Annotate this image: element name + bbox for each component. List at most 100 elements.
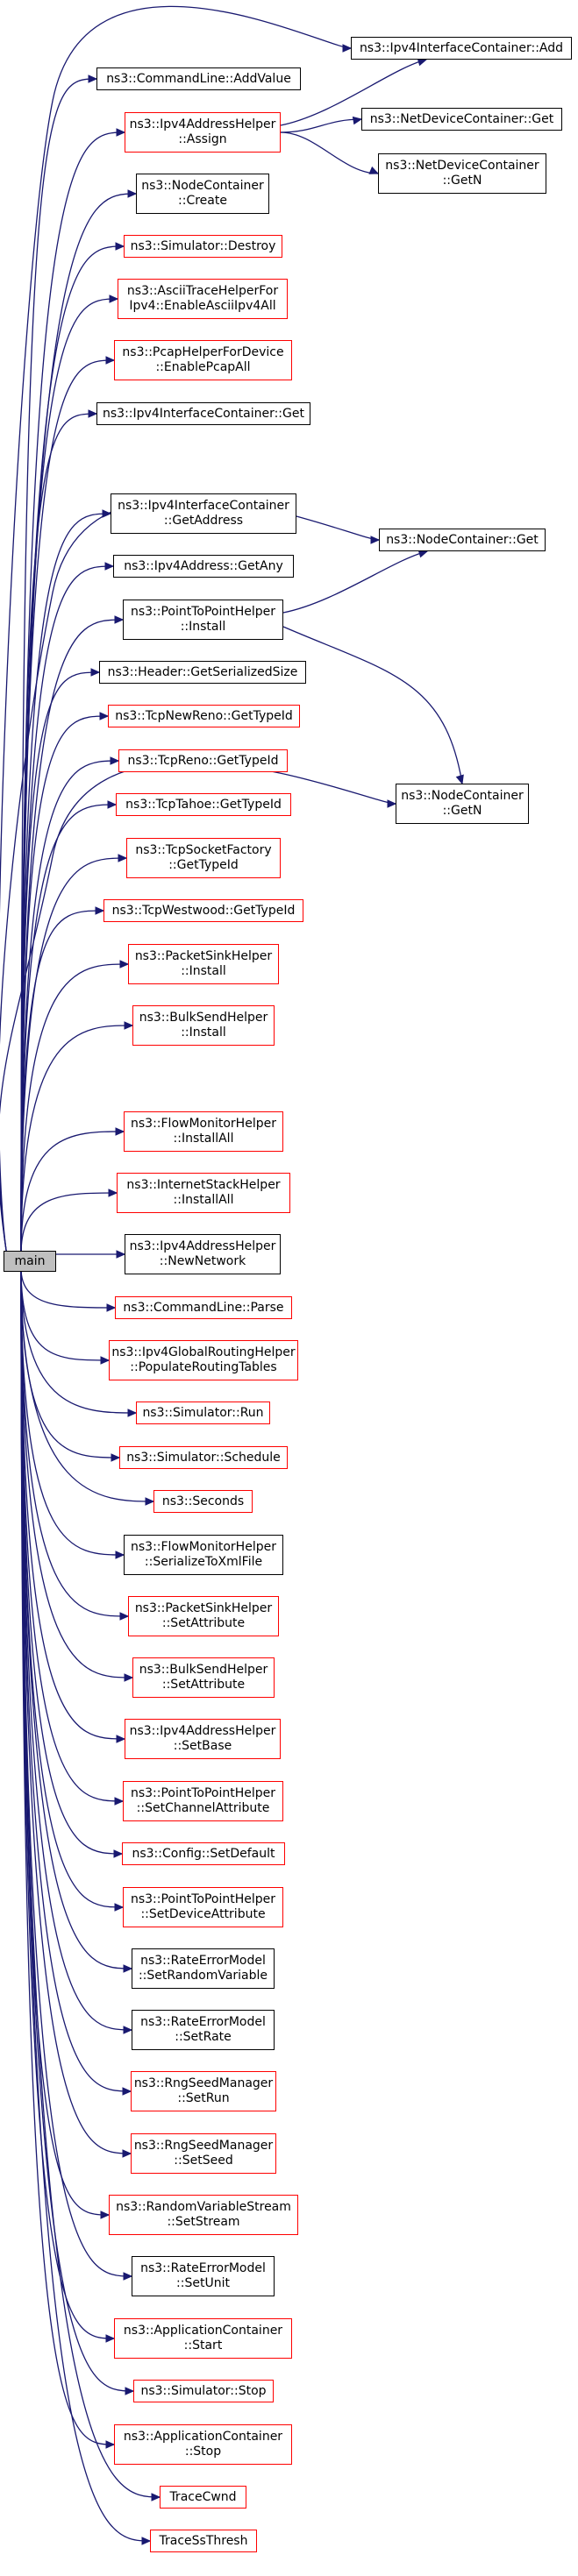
node-label: ns3::PointToPointHelper [130,1786,276,1800]
node-label: ns3::Ipv4InterfaceContainer::Get [103,406,304,421]
edge-main-to-config-setdefault [20,1267,123,1855]
node-rngseedmanager-setrun[interactable]: ns3::RngSeedManager ::SetRun [131,2071,276,2111]
node-label: ns3::Ipv4Address::GetAny [124,558,283,573]
node-asciitrace-enableasciiipv4all[interactable]: ns3::AsciiTraceHelperFor Ipv4::EnableAsc… [118,279,288,319]
edge-main-to-commandline-parse [20,1267,116,1309]
node-ipv4interfacecontainer-get[interactable]: ns3::Ipv4InterfaceContainer::Get [96,402,310,425]
node-flowmonitorhelper-installall[interactable]: ns3::FlowMonitorHelper ::InstallAll [124,1111,283,1152]
edge-main-to-ipv4interfacecontainer-getaddress [20,513,111,1255]
node-label: ns3::TcpSocketFactory [135,843,272,857]
edge-main-to-simulator-run-arrowhead [127,1409,138,1417]
node-label: ::SetSeed [174,2154,233,2168]
node-rateerrormodel-setunit[interactable]: ns3::RateErrorModel ::SetUnit [132,2256,275,2296]
node-tcpreno-gettypeid[interactable]: ns3::TcpReno::GetTypeId [118,749,288,772]
node-label: ns3::RateErrorModel [140,2261,266,2275]
node-simulator-schedule[interactable]: ns3::Simulator::Schedule [119,1446,288,1469]
node-bulksendhelper-setattribute[interactable]: ns3::BulkSendHelper ::SetAttribute [132,1657,275,1698]
node-tcpnewreno-gettypeid[interactable]: ns3::TcpNewReno::GetTypeId [108,705,300,727]
node-netdevicecontainer-getn[interactable]: ns3::NetDeviceContainer ::GetN [378,153,546,194]
node-tcpwestwood-gettypeid[interactable]: ns3::TcpWestwood::GetTypeId [103,899,303,922]
node-label: ns3::CommandLine::AddValue [106,71,291,86]
node-main[interactable]: main [4,1251,56,1272]
edge-main-to-applicationcontainer-stop-arrowhead [105,2440,116,2449]
edge-main-to-seconds [20,1267,154,1502]
node-label: ::EnablePcapAll [155,360,251,374]
node-label: ns3::Seconds [161,1494,245,1508]
node-ipv4addresshelper-newnetwork[interactable]: ns3::Ipv4AddressHelper ::NewNetwork [125,1234,281,1274]
node-flowmonitorhelper-serialize[interactable]: ns3::FlowMonitorHelper ::SerializeToXmlF… [124,1535,283,1575]
node-tcptahoe-gettypeid[interactable]: ns3::TcpTahoe::GetTypeId [116,793,291,816]
node-label: ns3::PacketSinkHelper [134,949,273,963]
node-packetsinkhelper-install[interactable]: ns3::PacketSinkHelper ::Install [128,944,279,984]
node-label: ::SetAttribute [161,1616,246,1630]
edge-main-to-bulksendhelper-install [20,1025,133,1255]
node-commandline-parse[interactable]: ns3::CommandLine::Parse [115,1296,292,1319]
node-applicationcontainer-stop[interactable]: ns3::ApplicationContainer ::Stop [114,2424,292,2465]
node-pcaphelper-enablepcapall[interactable]: ns3::PcapHelperForDevice ::EnablePcapAll [114,340,292,380]
edge-main-to-tcptahoe-gettypeid [20,804,117,1255]
node-label: ::Assign [178,132,227,146]
node-commandline-addvalue[interactable]: ns3::CommandLine::AddValue [96,67,301,90]
node-label: ::Create [178,194,227,208]
node-ipv4interfacecontainer-getaddress[interactable]: ns3::Ipv4InterfaceContainer ::GetAddress [111,493,296,534]
node-applicationcontainer-start[interactable]: ns3::ApplicationContainer ::Start [114,2318,292,2359]
node-rateerrormodel-setrandomvariable[interactable]: ns3::RateErrorModel ::SetRandomVariable [132,1948,275,1989]
node-label: ::Start [183,2338,223,2352]
node-seconds[interactable]: ns3::Seconds [153,1490,253,1513]
edge-pointtopointhelper-install-to-nodecontainer-getn [282,626,463,784]
node-tracessthresh[interactable]: TraceSsThresh [150,2530,257,2552]
node-rngseedmanager-setseed[interactable]: ns3::RngSeedManager ::SetSeed [131,2133,276,2174]
node-simulator-run[interactable]: ns3::Simulator::Run [136,1402,270,1424]
node-label: ns3::Header::GetSerializedSize [107,664,298,679]
node-config-setdefault[interactable]: ns3::Config::SetDefault [122,1842,285,1865]
edge-main-to-flowmonitorhelper-installall-arrowhead [115,1127,125,1136]
edge-main-to-pointtopointhelper-setchannelattribute [20,1267,124,1802]
edge-main-to-packetsinkhelper-setattribute [20,1267,129,1617]
edge-main-to-pcaphelper-enablepcapall [20,359,115,1255]
edge-main-to-tcpnewreno-gettypeid [20,715,109,1255]
node-ipv4addresshelper-assign[interactable]: ns3::Ipv4AddressHelper ::Assign [125,112,281,153]
node-tracecwnd[interactable]: TraceCwnd [160,2486,246,2509]
node-label: ns3::Config::SetDefault [132,1846,275,1861]
edge-main-to-tcpsocketfactory-gettypeid-arrowhead [118,854,128,862]
node-label: ::SetAttribute [161,1678,246,1692]
edge-main-to-packetsinkhelper-setattribute-arrowhead [119,1612,130,1621]
node-randomvariablestream-setstream[interactable]: ns3::RandomVariableStream ::SetStream [109,2195,298,2235]
edge-main-to-ipv4interfacecontainer-get [20,413,97,1255]
edge-main-to-tcpreno-gettypeid-arrowhead [110,756,120,765]
node-packetsinkhelper-setattribute[interactable]: ns3::PacketSinkHelper ::SetAttribute [128,1596,279,1636]
node-pointtopointhelper-setdeviceattribute[interactable]: ns3::PointToPointHelper ::SetDeviceAttri… [123,1887,283,1927]
node-nodecontainer-create[interactable]: ns3::NodeContainer ::Create [136,174,269,214]
node-netdevicecontainer-get[interactable]: ns3::NetDeviceContainer::Get [361,108,562,131]
edge-main-to-rngseedmanager-setseed [20,1267,132,2154]
node-ipv4globalrouting-populate[interactable]: ns3::Ipv4GlobalRoutingHelper ::PopulateR… [109,1340,298,1380]
node-simulator-stop[interactable]: ns3::Simulator::Stop [133,2380,274,2402]
node-tcpsocketfactory-gettypeid[interactable]: ns3::TcpSocketFactory ::GetTypeId [126,838,281,878]
node-main-label: main [14,1253,46,1268]
edge-main-to-header-getserializedsize-arrowhead [90,668,101,677]
node-pointtopointhelper-setchannelattribute[interactable]: ns3::PointToPointHelper ::SetChannelAttr… [123,1781,283,1821]
node-nodecontainer-getn[interactable]: ns3::NodeContainer ::GetN [396,784,529,824]
edge-main-to-commandline-addvalue-arrowhead [88,75,98,83]
node-label: ::Install [181,964,226,978]
node-label: ns3::NodeContainer [401,789,524,803]
node-internetstackhelper-installall[interactable]: ns3::InternetStackHelper ::InstallAll [117,1173,290,1213]
edge-main-to-rateerrormodel-setunit [20,1267,132,2277]
node-nodecontainer-get[interactable]: ns3::NodeContainer::Get [379,529,546,551]
node-pointtopointhelper-install[interactable]: ns3::PointToPointHelper ::Install [123,600,283,640]
node-rateerrormodel-setrate[interactable]: ns3::RateErrorModel ::SetRate [132,2010,275,2050]
node-label: ns3::RateErrorModel [140,2015,266,2029]
node-label: ::Stop [184,2445,222,2459]
edge-pointtopointhelper-install-to-nodecontainer-get [282,550,428,614]
node-ipv4addresshelper-setbase[interactable]: ns3::Ipv4AddressHelper ::SetBase [125,1719,281,1759]
node-ipv4interfacecontainer-add[interactable]: ns3::Ipv4InterfaceContainer::Add [351,37,572,60]
node-bulksendhelper-install[interactable]: ns3::BulkSendHelper ::Install [132,1005,275,1046]
node-header-getserializedsize[interactable]: ns3::Header::GetSerializedSize [99,661,306,684]
node-label: ns3::Simulator::Run [142,1405,264,1420]
edge-main-to-simulator-destroy [20,245,125,1255]
node-ipv4address-getany[interactable]: ns3::Ipv4Address::GetAny [113,555,294,578]
node-label: ::PopulateRoutingTables [130,1360,277,1374]
edge-main-to-tcpnewreno-gettypeid-arrowhead [99,712,110,720]
node-simulator-destroy[interactable]: ns3::Simulator::Destroy [124,235,282,258]
